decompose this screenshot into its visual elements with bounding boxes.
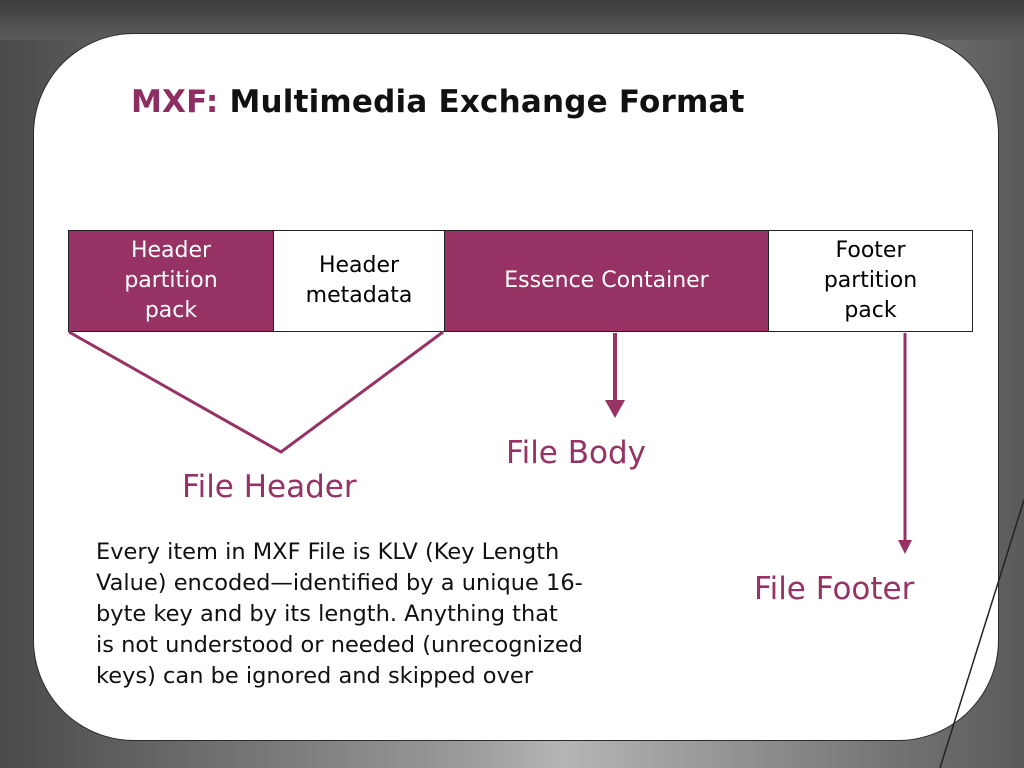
file-body-label: File Body: [506, 435, 646, 471]
klv-description-text: Every item in MXF File is KLV (Key Lengt…: [96, 539, 583, 689]
segment-label: Header metadata: [305, 253, 413, 308]
title-main: Multimedia Exchange Format: [229, 84, 745, 120]
segment-label: Footer partition pack: [823, 238, 918, 323]
file-body-arrowhead: [605, 400, 625, 418]
segment-header-partition-pack: Header partition pack: [68, 230, 274, 332]
background-top-band: [0, 0, 1024, 40]
title-prefix: MXF:: [131, 84, 219, 120]
file-footer-arrowhead: [898, 540, 912, 554]
page-title: MXF: Multimedia Exchange Format: [131, 84, 745, 120]
slide-card: [34, 34, 998, 740]
segment-label: Essence Container: [504, 268, 709, 293]
file-header-bracket: [68, 330, 444, 454]
file-header-label: File Header: [182, 469, 357, 505]
background-diagonal-line: [939, 499, 1024, 768]
segment-header-metadata: Header metadata: [273, 230, 445, 332]
file-footer-label: File Footer: [754, 571, 915, 607]
segment-essence-container: Essence Container: [444, 230, 769, 332]
segment-label: Header partition pack: [124, 238, 218, 323]
segment-footer-partition-pack: Footer partition pack: [768, 230, 973, 332]
